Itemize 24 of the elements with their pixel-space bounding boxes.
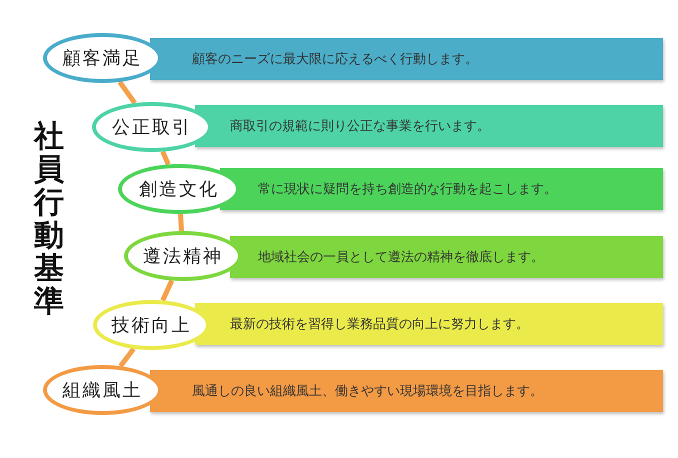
description-bar xyxy=(150,38,663,80)
description-bar xyxy=(195,303,663,345)
heading-text: 創造文化 xyxy=(139,178,219,201)
heading-text: 技術向上 xyxy=(112,314,192,337)
description-text: 顧客のニーズに最大限に応えるべく行動します。 xyxy=(192,51,478,68)
description-bar xyxy=(150,370,663,412)
connector-line xyxy=(118,80,137,104)
heading-text: 遵法精神 xyxy=(143,245,223,268)
description-bar xyxy=(230,236,663,278)
heading-text: 組織風土 xyxy=(62,379,142,402)
connector-line xyxy=(118,347,136,368)
description-text: 風通しの良い組織風土、働きやすい現場環境を目指します。 xyxy=(192,383,543,400)
description-bar xyxy=(220,168,663,210)
vertical-title: 社員行動基準 xyxy=(34,120,64,318)
heading-text: 顧客満足 xyxy=(62,47,142,70)
description-text: 最新の技術を習得し業務品質の向上に努力します。 xyxy=(230,316,529,333)
connector-line xyxy=(160,280,174,302)
description-text: 商取引の規範に則り公正な事業を行います。 xyxy=(230,118,490,135)
description-text: 地域社会の一員として遵法の精神を徹底します。 xyxy=(258,249,544,266)
description-text: 常に現状に疑問を持ち創造的な行動を起こします。 xyxy=(258,181,557,198)
heading-text: 公正取引 xyxy=(112,116,192,139)
connector-line xyxy=(178,214,184,232)
connector-line xyxy=(160,150,171,166)
description-bar xyxy=(195,105,663,147)
